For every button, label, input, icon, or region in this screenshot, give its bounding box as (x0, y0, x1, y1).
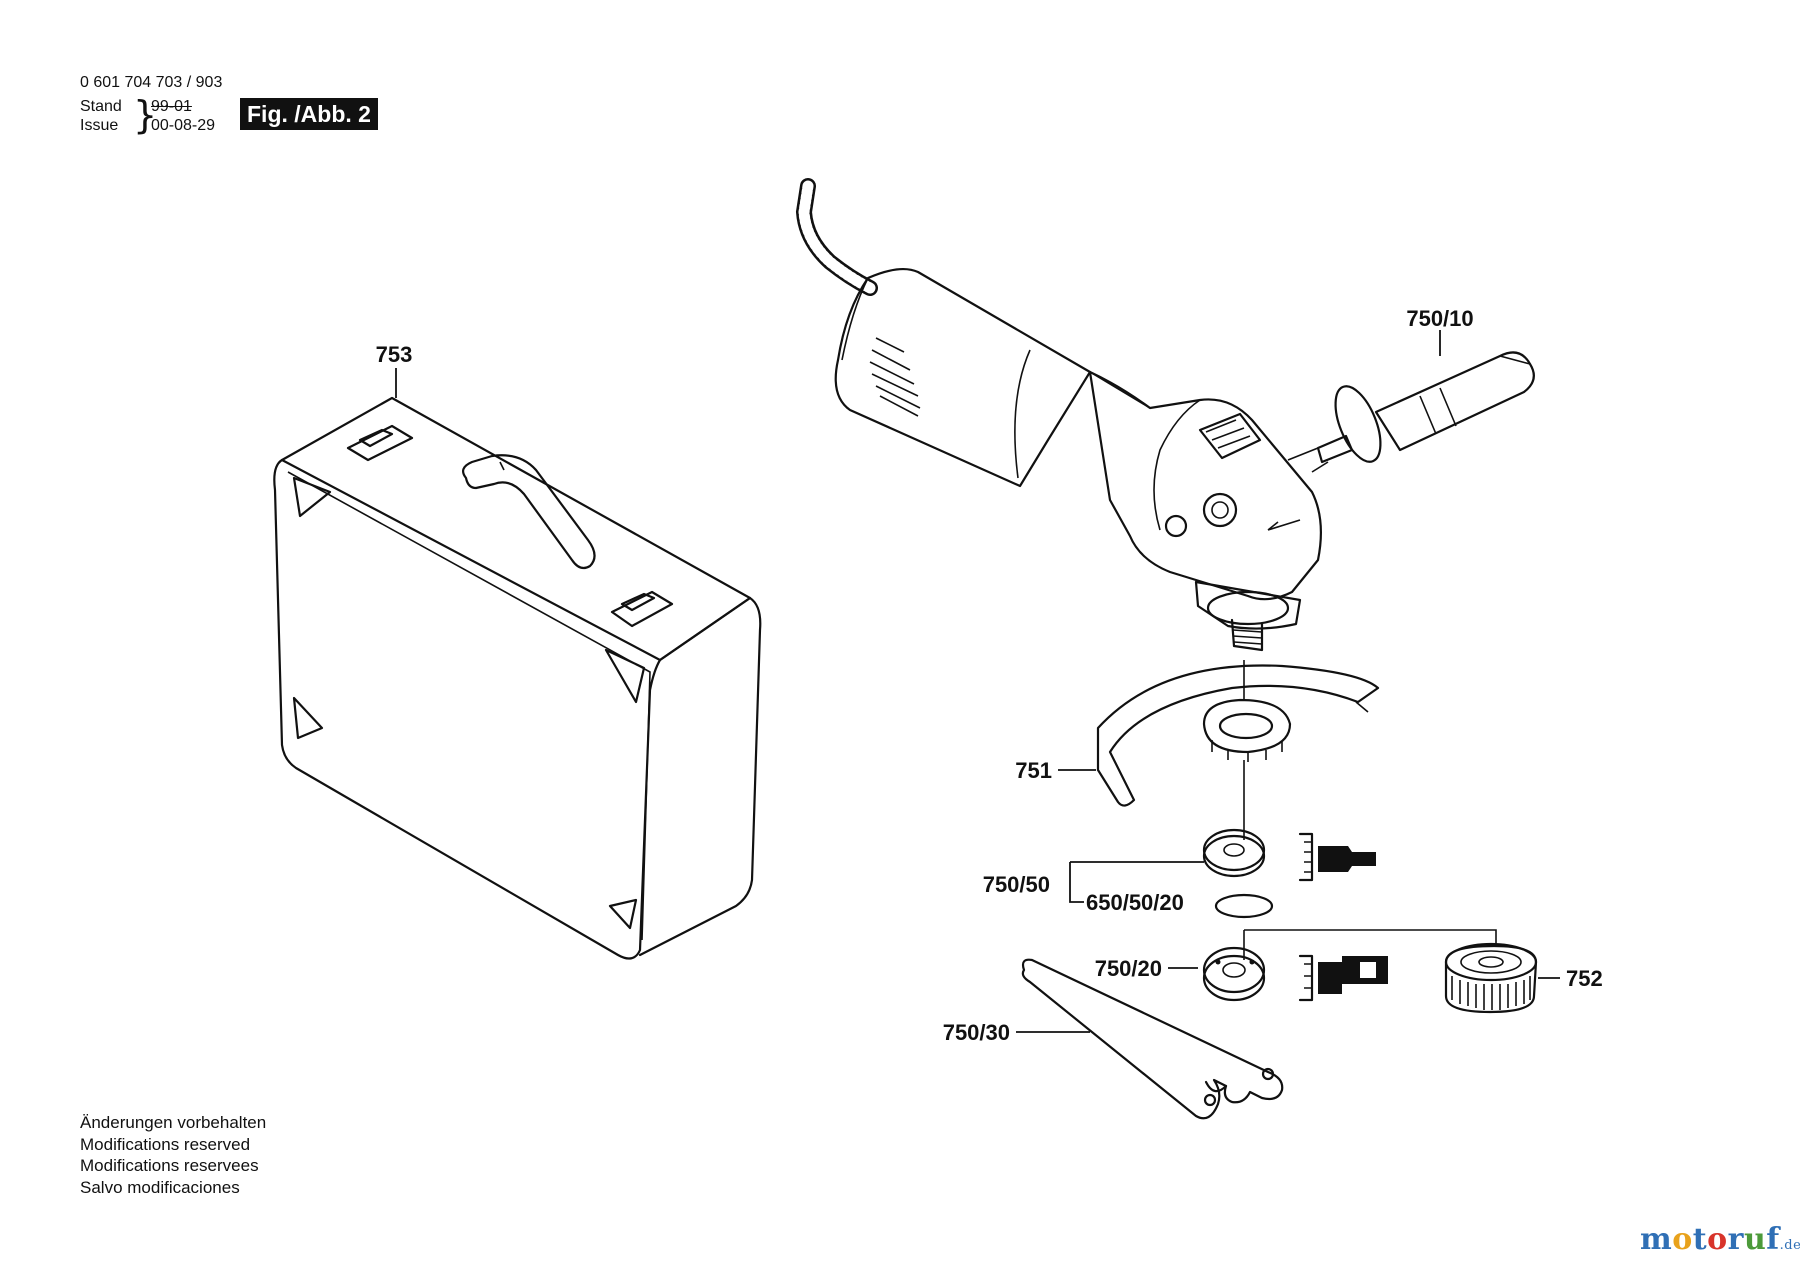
stand-label: Stand (80, 98, 122, 115)
callout-case: 753 (376, 342, 413, 367)
auxiliary-handle (1287, 330, 1535, 464)
angle-grinder-body (795, 178, 1329, 652)
wheel-guard (1058, 664, 1380, 807)
callout-aux-handle: 750/10 (1406, 306, 1473, 331)
note-de: Änderungen vorbehalten (80, 1113, 267, 1132)
brace-glyph: } (133, 93, 158, 137)
logo-letter: t (1692, 1222, 1708, 1257)
callout-flange: 750/50 (983, 872, 1050, 897)
logo-letter: o (1672, 1222, 1693, 1257)
callout-clamp-nut: 750/20 (1095, 956, 1162, 981)
callout-spanner: 750/30 (943, 1020, 1010, 1045)
issue-date: 00-08-29 (151, 117, 216, 134)
stand-date: 99-01 (151, 98, 192, 115)
branch-line (1244, 929, 1497, 946)
logo-letter: r (1727, 1222, 1744, 1257)
logo-tld: .de (1779, 1238, 1800, 1253)
callout-quick-nut: 752 (1566, 966, 1603, 991)
o-ring (1214, 893, 1274, 919)
modification-notes: Änderungen vorbehalten Modifications res… (80, 1112, 266, 1198)
mounting-flange (1069, 828, 1376, 903)
logo-letter: f (1766, 1222, 1780, 1257)
figure-label: Fig. /Abb. 2 (240, 98, 378, 130)
document-number: 0 601 704 703 / 903 (80, 74, 223, 91)
callout-guard: 751 (1015, 758, 1052, 783)
note-en: Modifications reserved (80, 1134, 251, 1154)
note-fr: Modifications reservees (80, 1156, 259, 1175)
logo-letter: o (1707, 1222, 1728, 1257)
quick-clamping-nut (1444, 942, 1560, 1014)
issue-label: Issue (80, 117, 119, 134)
two-pin-spanner (1016, 958, 1284, 1120)
logo-letter: u (1743, 1222, 1767, 1257)
note-es: Salvo modificaciones (80, 1177, 240, 1197)
logo-letter: m (1640, 1222, 1673, 1257)
carrying-case (273, 368, 762, 960)
clamp-nut (1168, 946, 1388, 1002)
callout-o-ring: 650/50/20 (1086, 890, 1184, 915)
motoruf-logo-watermark: motoruf.de (1640, 1222, 1800, 1257)
